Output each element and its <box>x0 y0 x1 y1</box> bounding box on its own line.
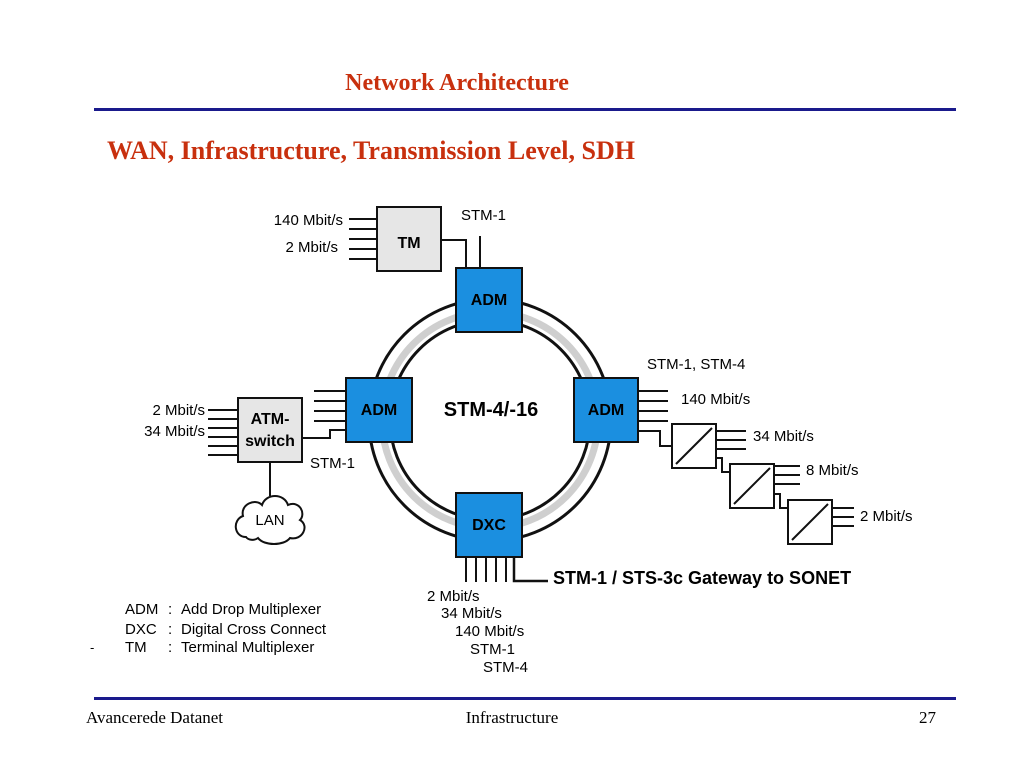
atm-switch-label-2: switch <box>245 433 295 450</box>
slide-title: Network Architecture <box>345 70 569 96</box>
legend-desc-dxc: Digital Cross Connect <box>181 621 327 638</box>
legend-desc-tm: Terminal Multiplexer <box>181 639 314 656</box>
tm-tributary-lines <box>349 218 377 260</box>
mux-34-8-outputs <box>774 465 800 485</box>
legend-abbr-tm: TM <box>125 639 147 656</box>
dxc-2-label: 2 Mbit/s <box>427 588 480 605</box>
atm-stm1-label: STM-1 <box>310 455 355 472</box>
adm-top-node <box>455 267 523 333</box>
legend: ADM : Add Drop Multiplexer DXC : Digital… <box>90 601 327 656</box>
adm-top-label: ADM <box>471 292 507 309</box>
tm-140-label: 140 Mbit/s <box>274 212 343 229</box>
right-2-label: 2 Mbit/s <box>860 508 913 525</box>
tm-stm1-label: STM-1 <box>461 207 506 224</box>
page-number: 27 <box>919 708 936 727</box>
legend-abbr-dxc: DXC <box>125 621 157 638</box>
legend-sep-adm: : <box>168 601 172 618</box>
dxc-tributaries <box>465 557 507 582</box>
legend-desc-adm: Add Drop Multiplexer <box>181 601 321 618</box>
right-34-label: 34 Mbit/s <box>753 428 814 445</box>
adm-left-label: ADM <box>361 402 397 419</box>
adm-right-label: ADM <box>588 402 624 419</box>
footer-center: Infrastructure <box>465 708 559 727</box>
slide-subtitle: WAN, Infrastructure, Transmission Level,… <box>107 136 635 165</box>
right-stm-label: STM-1, STM-4 <box>647 356 745 373</box>
atm-tributary-lines <box>208 409 238 456</box>
dxc-node <box>455 492 523 558</box>
dxc-140-label: 140 Mbit/s <box>455 623 524 640</box>
lan-label: LAN <box>255 512 284 529</box>
mux-8-2-outputs <box>832 507 854 527</box>
legend-bullet: - <box>90 640 94 655</box>
gateway-label: STM-1 / STS-3c Gateway to SONET <box>553 568 851 588</box>
legend-sep-tm: : <box>168 639 172 656</box>
tm-node-label: TM <box>397 235 420 252</box>
bottom-rule <box>94 697 956 700</box>
top-rule <box>94 108 956 111</box>
atm-34-label: 34 Mbit/s <box>144 423 205 440</box>
dxc-node-label: DXC <box>472 517 506 534</box>
right-8-label: 8 Mbit/s <box>806 462 859 479</box>
right-140-label: 140 Mbit/s <box>681 391 750 408</box>
dxc-34-label: 34 Mbit/s <box>441 605 502 622</box>
ring-label: STM-4/-16 <box>444 399 538 421</box>
adm-right-tributaries <box>638 390 668 422</box>
adm-left-node <box>345 377 413 443</box>
legend-sep-dxc: : <box>168 621 172 638</box>
footer-left: Avancerede Datanet <box>86 708 224 727</box>
mux-140-34-outputs <box>716 430 746 450</box>
gateway-link <box>512 557 548 583</box>
atm-switch-node <box>237 397 303 463</box>
sdh-network-diagram: TM 140 Mbit/s 2 Mbit/s STM-1 ADM ADM ATM… <box>90 206 913 676</box>
tm-adm-link <box>441 239 467 268</box>
dxc-stm1-label: STM-1 <box>470 641 515 658</box>
adm-right-node <box>573 377 639 443</box>
legend-abbr-adm: ADM <box>125 601 158 618</box>
atm-adm-link <box>302 429 346 439</box>
adm-right-mux-link <box>638 430 672 447</box>
adm-left-tributaries <box>314 390 346 422</box>
atm-2-label: 2 Mbit/s <box>152 402 205 419</box>
dxc-stm4-label: STM-4 <box>483 659 528 676</box>
atm-switch-label-1: ATM- <box>251 411 290 428</box>
tm-2-label: 2 Mbit/s <box>285 239 338 256</box>
lan-cloud <box>234 495 306 545</box>
